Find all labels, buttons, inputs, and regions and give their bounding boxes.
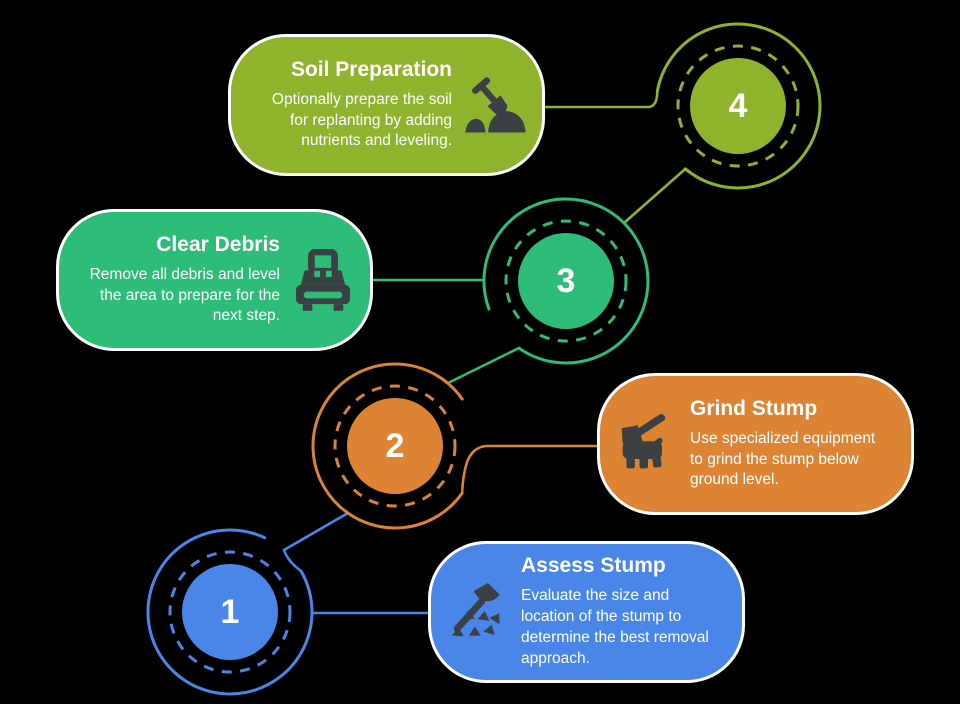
connector-step3 [371, 278, 521, 385]
step-2-rings [311, 362, 464, 530]
step-3-number: 3 [556, 261, 576, 300]
step-1-number: 1 [220, 592, 240, 631]
step-4-title: Soil Preparation [290, 57, 452, 81]
step-1-marker: 1 [142, 524, 318, 700]
step-4-number: 4 [728, 86, 748, 125]
step-1-description: Evaluate the size and location of the st… [521, 587, 709, 667]
step-2-description: Use specialized equipment to grind the s… [690, 429, 876, 489]
step-3-title: Clear Debris [156, 232, 280, 256]
step-1-card: Assess Stump Evaluate the size and locat… [428, 541, 745, 683]
dump-truck-icon [292, 249, 354, 311]
step-1-rings [146, 528, 314, 696]
connector-step4 [543, 90, 687, 225]
step-2-card: Grind Stump Use specialized equipment to… [597, 373, 914, 515]
step-3-description: Remove all debris and level the area to … [89, 265, 280, 325]
step-4-card: Soil Preparation Optionally prepare the … [228, 34, 545, 176]
step-4-rings [655, 22, 822, 190]
step-2-title: Grind Stump [690, 396, 818, 420]
shovel-soil-icon [464, 76, 526, 134]
step-4-marker: 4 [650, 18, 826, 194]
step-3-card: Clear Debris Remove all debris and level… [56, 209, 373, 351]
connector-step1 [282, 511, 430, 615]
step-4-description: Optionally prepare the soil for replanti… [271, 90, 452, 150]
step-3-marker: 3 [478, 193, 654, 369]
step-2-marker: 2 [307, 358, 483, 534]
connector-step2 [460, 444, 599, 493]
step-1-title: Assess Stump [521, 554, 666, 578]
step-2-number: 2 [385, 426, 405, 465]
axe-wood-chips-icon [447, 581, 509, 643]
stump-grinder-icon [616, 413, 678, 475]
step-3-rings [482, 197, 650, 365]
